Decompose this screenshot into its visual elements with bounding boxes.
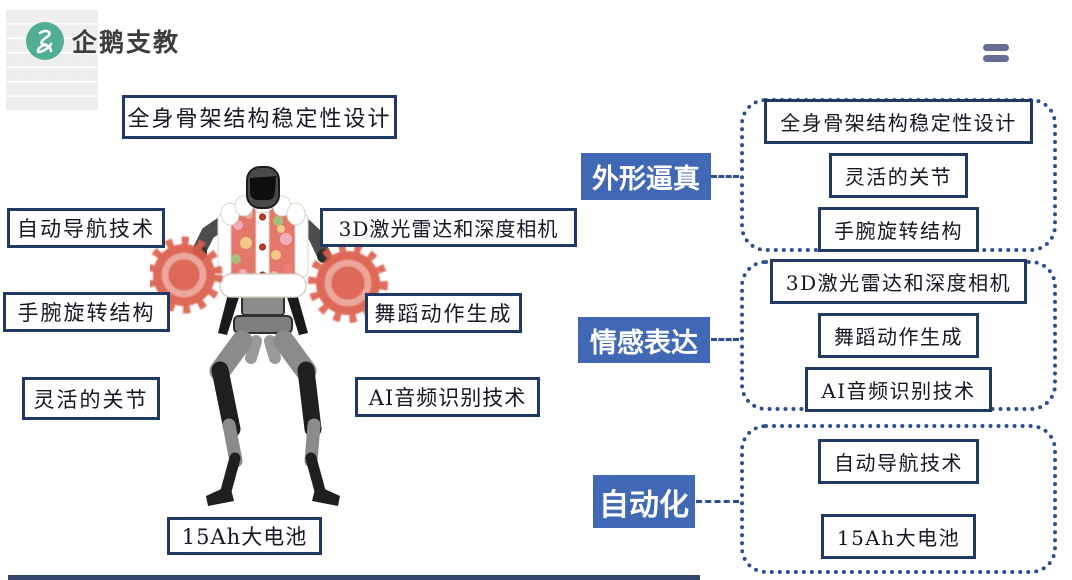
connector-dash	[696, 500, 739, 503]
category-item: 舞蹈动作生成	[818, 313, 979, 358]
category-group-emotion: 3D激光雷达和深度相机 舞蹈动作生成 AI音频识别技术	[740, 259, 1057, 412]
connector-dash	[711, 338, 739, 341]
category-item: 15Ah大电池	[820, 514, 977, 559]
callout-lidar-camera: 3D激光雷达和深度相机	[320, 208, 577, 247]
category-item: 手腕旋转结构	[818, 206, 979, 252]
logo-text: 企鹅支教	[72, 29, 181, 57]
category-badge-appearance: 外形逼真	[581, 153, 711, 200]
callout-dance-generation: 舞蹈动作生成	[365, 293, 522, 333]
category-item: 灵活的关节	[828, 152, 969, 198]
category-item: AI音频识别技术	[805, 367, 992, 412]
callout-skeleton-design: 全身骨架结构稳定性设计	[122, 95, 397, 139]
callout-auto-navigation: 自动导航技术	[7, 208, 165, 248]
hamburger-menu-icon[interactable]	[983, 44, 1009, 66]
category-badge-automation: 自动化	[593, 475, 695, 528]
category-item: 全身骨架结构稳定性设计	[764, 98, 1033, 144]
callout-ai-audio: AI音频识别技术	[355, 377, 540, 417]
robot-illustration	[150, 166, 388, 506]
category-item: 自动导航技术	[818, 439, 979, 484]
callout-battery: 15Ah大电池	[167, 517, 322, 555]
callout-wrist-rotation: 手腕旋转结构	[3, 292, 170, 332]
connector-dash	[711, 175, 739, 178]
bottom-divider-bar	[8, 575, 700, 580]
app-logo[interactable]: 企鹅支教	[26, 22, 180, 60]
flower-fan-left	[150, 236, 223, 314]
callout-flexible-joints: 灵活的关节	[22, 377, 160, 420]
category-item: 3D激光雷达和深度相机	[769, 259, 1028, 304]
category-badge-emotion: 情感表达	[578, 317, 710, 363]
flower-fan-right	[308, 243, 388, 323]
squiggle-logo-icon	[26, 22, 64, 60]
category-group-automation: 自动导航技术 15Ah大电池	[740, 424, 1057, 574]
category-group-appearance: 全身骨架结构稳定性设计 灵活的关节 手腕旋转结构	[740, 98, 1057, 252]
